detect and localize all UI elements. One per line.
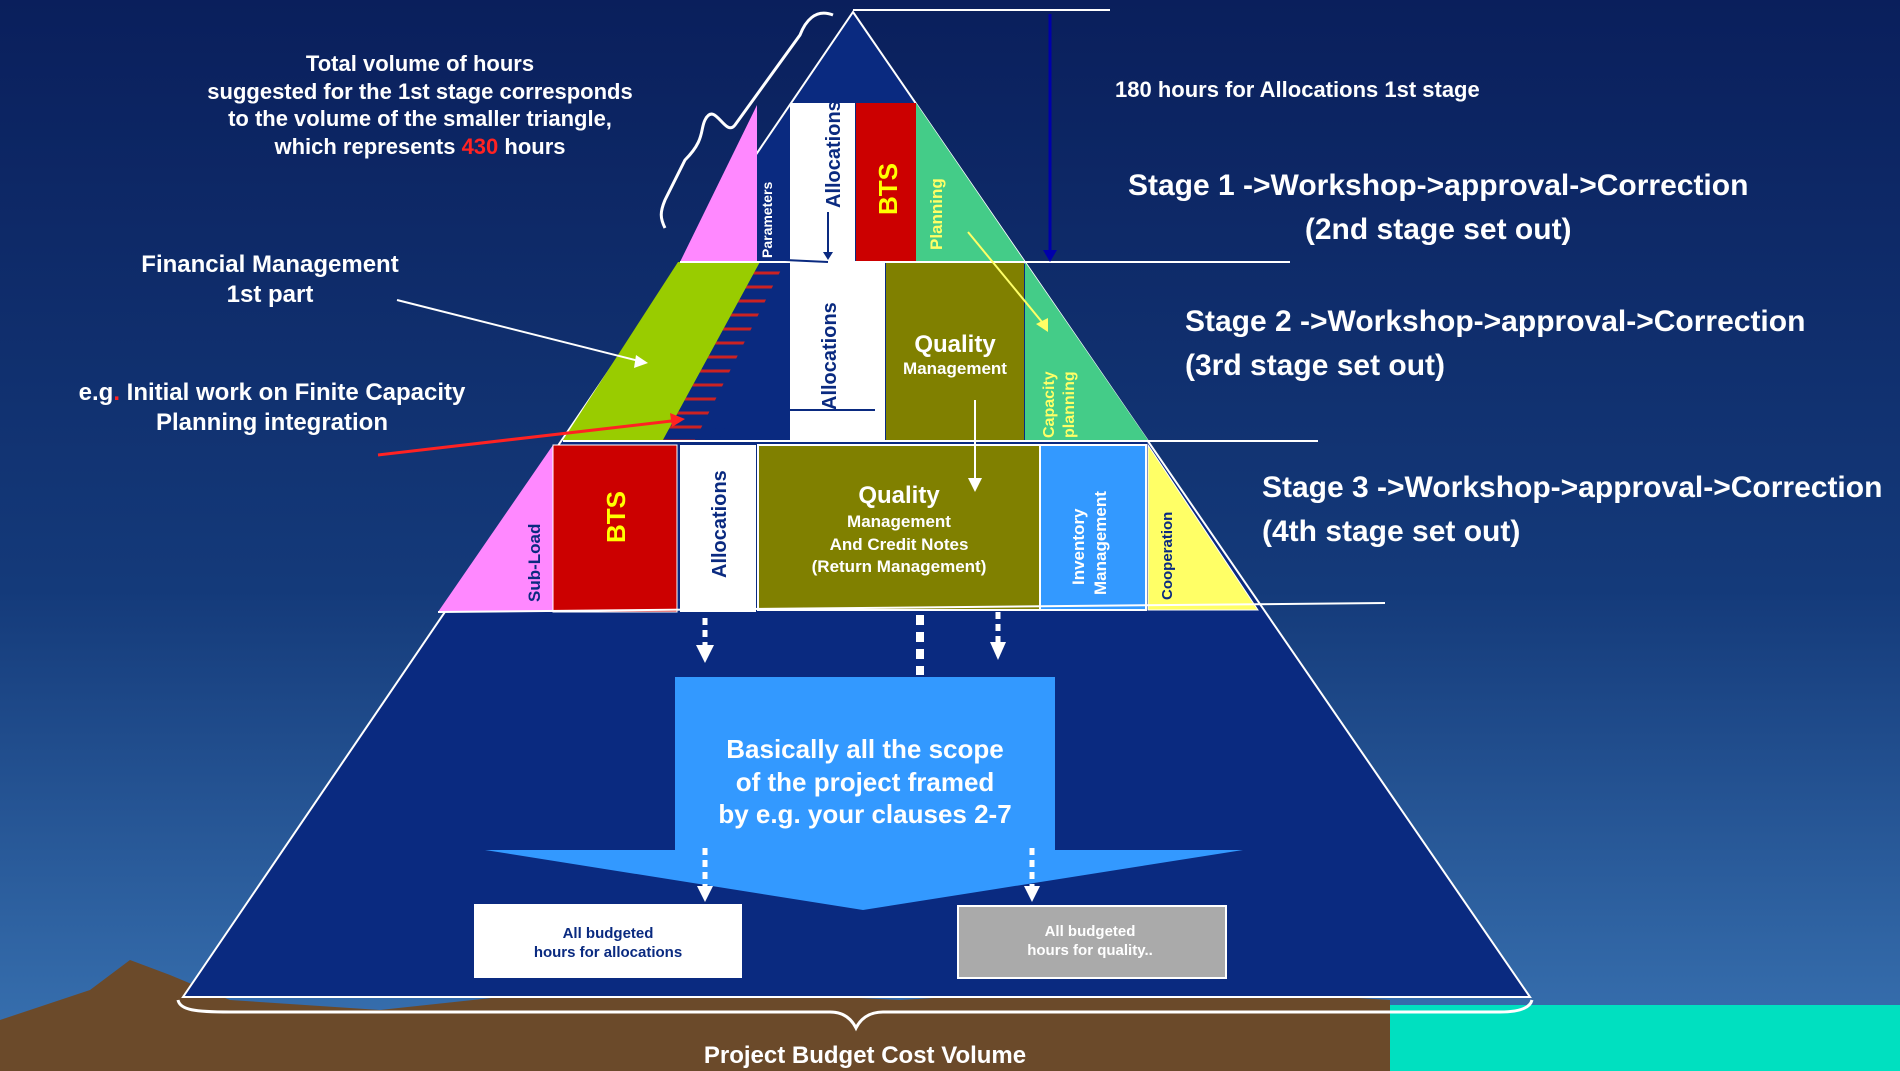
tier1-down-arrow-head (823, 252, 833, 260)
planning-arrow-head (1036, 318, 1048, 332)
tier1-parameters-block (680, 105, 757, 262)
stage2-line2: (3rd stage set out) (1185, 348, 1446, 382)
budget-quality-box (957, 905, 1227, 979)
tier2-connector-head (715, 428, 725, 437)
represents-prefix: which represents (274, 133, 462, 159)
total-volume-line4: which represents 430 hours (130, 133, 710, 161)
finite-rest: Initial work on Finite Capacity (119, 379, 466, 406)
total-volume-line2: suggested for the 1st stage corresponds (207, 78, 633, 104)
stage2-line1: Stage 2 ->Workshop->approval->Correction (1185, 305, 1806, 338)
tier3-baseline (437, 602, 1386, 613)
tier2-connector (719, 409, 875, 430)
planning-arrow (967, 231, 1043, 323)
tier1-bts-block (856, 103, 916, 262)
tier3-quality-block (757, 444, 1041, 611)
dotted-arrow-left-head (696, 645, 714, 663)
tier3-inventory-line1: Inventory (1069, 508, 1088, 585)
tier3-subload-block (438, 445, 553, 612)
tier3-bts-label: BTS (601, 491, 631, 543)
height-arrow-head (1043, 250, 1057, 262)
tier3-subload-label: Sub-Load (525, 524, 544, 602)
tier3-inventory-line2: Management (1091, 491, 1110, 595)
budget-arrow-right-head (1024, 886, 1040, 902)
total-volume-line3: to the volume of the smaller triangle, (228, 106, 612, 131)
budget-brace (176, 999, 1534, 1032)
scope-line2: of the project framed (736, 767, 995, 797)
tier3-allocations-block (680, 445, 756, 612)
total-volume-note: Total volume of hours suggested for the … (130, 50, 710, 160)
tier3-cooperation-block (1147, 443, 1259, 611)
stage1-line2: (2nd stage set out) (1304, 212, 1572, 246)
tier3-bts-block (552, 444, 678, 613)
financial-pointer (396, 299, 644, 363)
stage1-note: Stage 1 ->Workshop->approval->Correction… (1128, 164, 1748, 251)
tier1-allocations-label: Allocations (823, 100, 845, 208)
stage3-line2: (4th stage set out) (1262, 514, 1521, 548)
finite-prefix: e.g (78, 379, 114, 406)
tier2-financial-block (563, 262, 760, 440)
tier2-planning-label: planning (1061, 371, 1078, 438)
represents-value: 430 (461, 133, 499, 159)
sea-strip (1390, 1005, 1900, 1071)
tier1-connector (784, 259, 829, 263)
tier2-finite-capacity-block (663, 262, 785, 440)
tier1-allocations-block (790, 103, 855, 262)
tier3-allocations-label: Allocations (709, 470, 731, 578)
scope-arrow-box (485, 677, 1243, 910)
finite-pointer (377, 418, 681, 457)
tier3-quality-line1: Management (847, 512, 951, 531)
tier1-planning-label: Planning (927, 178, 946, 250)
allocations-hours-note: 180 hours for Allocations 1st stage (1115, 77, 1480, 102)
tier2-allocations-label: Allocations (819, 302, 841, 410)
financial-line1: Financial Management (141, 251, 399, 278)
dotted-arrow-right-head (990, 642, 1006, 660)
scope-line1: Basically all the scope (726, 734, 1003, 764)
tier1-parameters-label: Parameters (759, 182, 775, 258)
stage1-line1: Stage 1 ->Workshop->approval->Correction (1128, 169, 1749, 202)
tier1-planning-block (916, 103, 1025, 262)
tier3-quality-line3: (Return Management) (812, 557, 987, 576)
budget-quality-line2: hours for quality.. (1027, 942, 1153, 959)
quality-arrow-head (968, 478, 982, 492)
scope-line3: by e.g. your clauses 2-7 (718, 799, 1011, 829)
footer-label: Project Budget Cost Volume (704, 1042, 1026, 1069)
finite-pointer-head (670, 413, 685, 427)
finite-line1: e.g. Initial work on Finite Capacity (8, 378, 536, 408)
budget-quality-line1: All budgeted (1045, 923, 1136, 940)
finite-capacity-note: e.g. Initial work on Finite Capacity Pla… (8, 378, 536, 438)
financial-pointer-head (634, 355, 648, 368)
total-volume-line1: Total volume of hours (305, 51, 535, 76)
tier1-bts-label: BTS (873, 163, 903, 215)
stage2-note: Stage 2 ->Workshop->approval->Correction… (1185, 300, 1805, 387)
mountain-ground (0, 960, 1390, 1071)
tier3-inventory-block (1039, 444, 1147, 611)
tier3-quality-title: Quality (858, 482, 940, 509)
represents-suffix: hours (498, 133, 566, 159)
stage3-line1: Stage 3 ->Workshop->approval->Correction (1262, 471, 1883, 504)
financial-note: Financial Management 1st part (90, 250, 450, 310)
tier2-capacity-label: Capacity (1041, 371, 1058, 438)
tier2-quality-subtitle: Management (903, 359, 1007, 378)
stage3-note: Stage 3 ->Workshop->approval->Correction… (1262, 466, 1882, 553)
tier2-capacity-planning-block (1025, 262, 1148, 440)
finite-line2: Planning integration (156, 409, 388, 436)
finite-dot: . (113, 379, 120, 406)
tier2-quality-title: Quality (914, 331, 996, 358)
volume-brace (659, 11, 834, 229)
budget-alloc-line2: hours for allocations (534, 944, 682, 961)
tier3-cooperation-label: Cooperation (1159, 512, 1176, 600)
tier2-quality-block (886, 262, 1024, 440)
budget-alloc-line1: All budgeted (563, 925, 654, 942)
budget-allocations-box (474, 904, 742, 978)
tier3-quality-line2: And Credit Notes (830, 535, 969, 554)
budget-arrow-left-head (697, 886, 713, 902)
financial-line2: 1st part (226, 281, 314, 308)
